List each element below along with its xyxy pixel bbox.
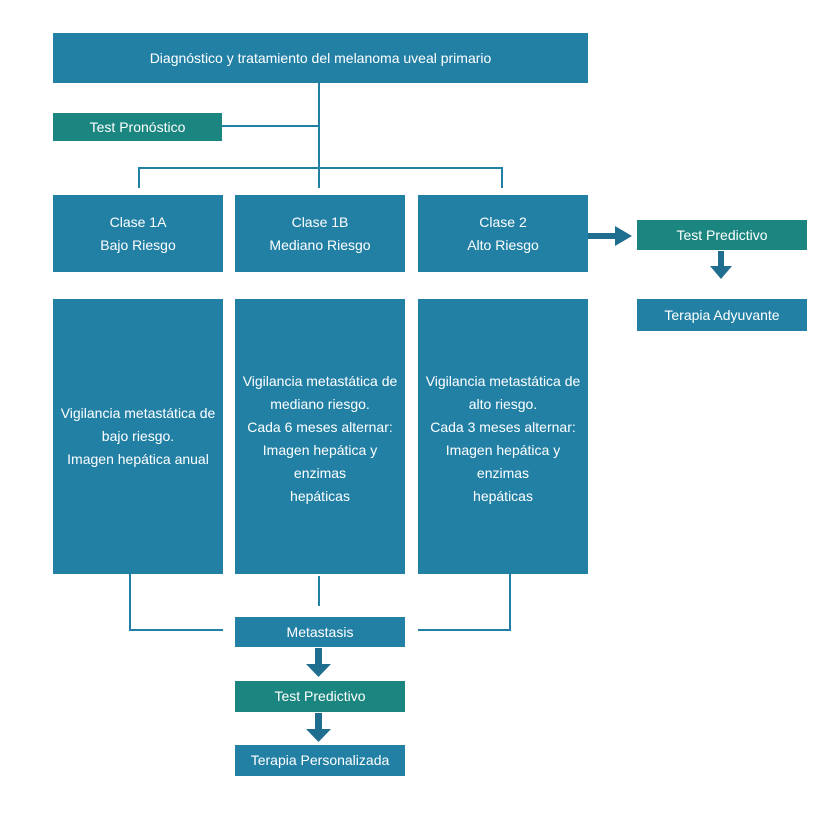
class-2-box: Clase 2 Alto Riesgo — [418, 195, 588, 272]
arrow-to-personalized — [306, 713, 331, 742]
title-text: Diagnóstico y tratamiento del melanoma u… — [149, 49, 492, 66]
connector-high-to-metastasis — [418, 574, 511, 631]
surveillance-high-line: Cada 3 meses alternar: — [430, 418, 576, 435]
surveillance-mid-line: hepáticas — [290, 487, 350, 504]
surveillance-high-line: Imagen hepática y enzimas — [445, 441, 561, 481]
class-1a-risk: Bajo Riesgo — [100, 236, 176, 253]
arrow-to-predictive-bottom — [306, 648, 331, 677]
adjuvant-therapy-box: Terapia Adyuvante — [637, 299, 807, 331]
class-2-risk: Alto Riesgo — [467, 236, 539, 253]
connector-low-to-metastasis — [129, 574, 223, 631]
surveillance-low-line: bajo riesgo. — [101, 428, 175, 444]
metastasis-label: Metastasis — [286, 623, 354, 640]
surveillance-high-line: Vigilancia metastática de — [425, 372, 581, 389]
surveillance-mid-box: Vigilancia metastática de mediano riesgo… — [235, 299, 405, 574]
surveillance-mid-line: Vigilancia metastática de — [242, 372, 398, 389]
metastasis-box: Metastasis — [235, 617, 405, 647]
surveillance-mid-line: Cada 6 meses alternar: — [247, 418, 393, 435]
adjuvant-therapy-label: Terapia Adyuvante — [664, 306, 780, 323]
surveillance-mid-line: Imagen hepática y enzimas — [262, 441, 378, 481]
predictive-test-bottom-label: Test Predictivo — [274, 688, 366, 704]
surveillance-low-line: Imagen hepática anual — [67, 451, 209, 467]
surveillance-high-line: alto riesgo. — [468, 395, 538, 412]
predictive-test-right-label: Test Predictivo — [676, 226, 768, 243]
surveillance-high-line: hepáticas — [473, 487, 533, 504]
class-1a-box: Clase 1A Bajo Riesgo — [53, 195, 223, 272]
surveillance-mid-line: mediano riesgo. — [270, 395, 370, 412]
class-1b-name: Clase 1B — [291, 213, 349, 230]
predictive-test-bottom-box: Test Predictivo — [235, 681, 405, 712]
prognostic-test-box: Test Pronóstico — [53, 113, 222, 141]
prognostic-test-label: Test Pronóstico — [89, 118, 186, 135]
surveillance-low-box: Vigilancia metastática de bajo riesgo. I… — [53, 299, 223, 574]
personalized-therapy-box: Terapia Personalizada — [235, 745, 405, 776]
surveillance-high-box: Vigilancia metastática de alto riesgo. C… — [418, 299, 588, 574]
arrow-to-predictive-right — [588, 226, 632, 246]
surveillance-low-line: Vigilancia metastática de — [60, 405, 216, 421]
class-1a-name: Clase 1A — [109, 213, 167, 230]
class-1b-risk: Mediano Riesgo — [269, 236, 371, 253]
class-2-name: Clase 2 — [479, 213, 527, 230]
arrow-to-adjuvant — [710, 251, 732, 279]
class-1b-box: Clase 1B Mediano Riesgo — [235, 195, 405, 272]
personalized-therapy-label: Terapia Personalizada — [250, 752, 390, 768]
title-box: Diagnóstico y tratamiento del melanoma u… — [53, 33, 588, 83]
predictive-test-right-box: Test Predictivo — [637, 220, 807, 250]
